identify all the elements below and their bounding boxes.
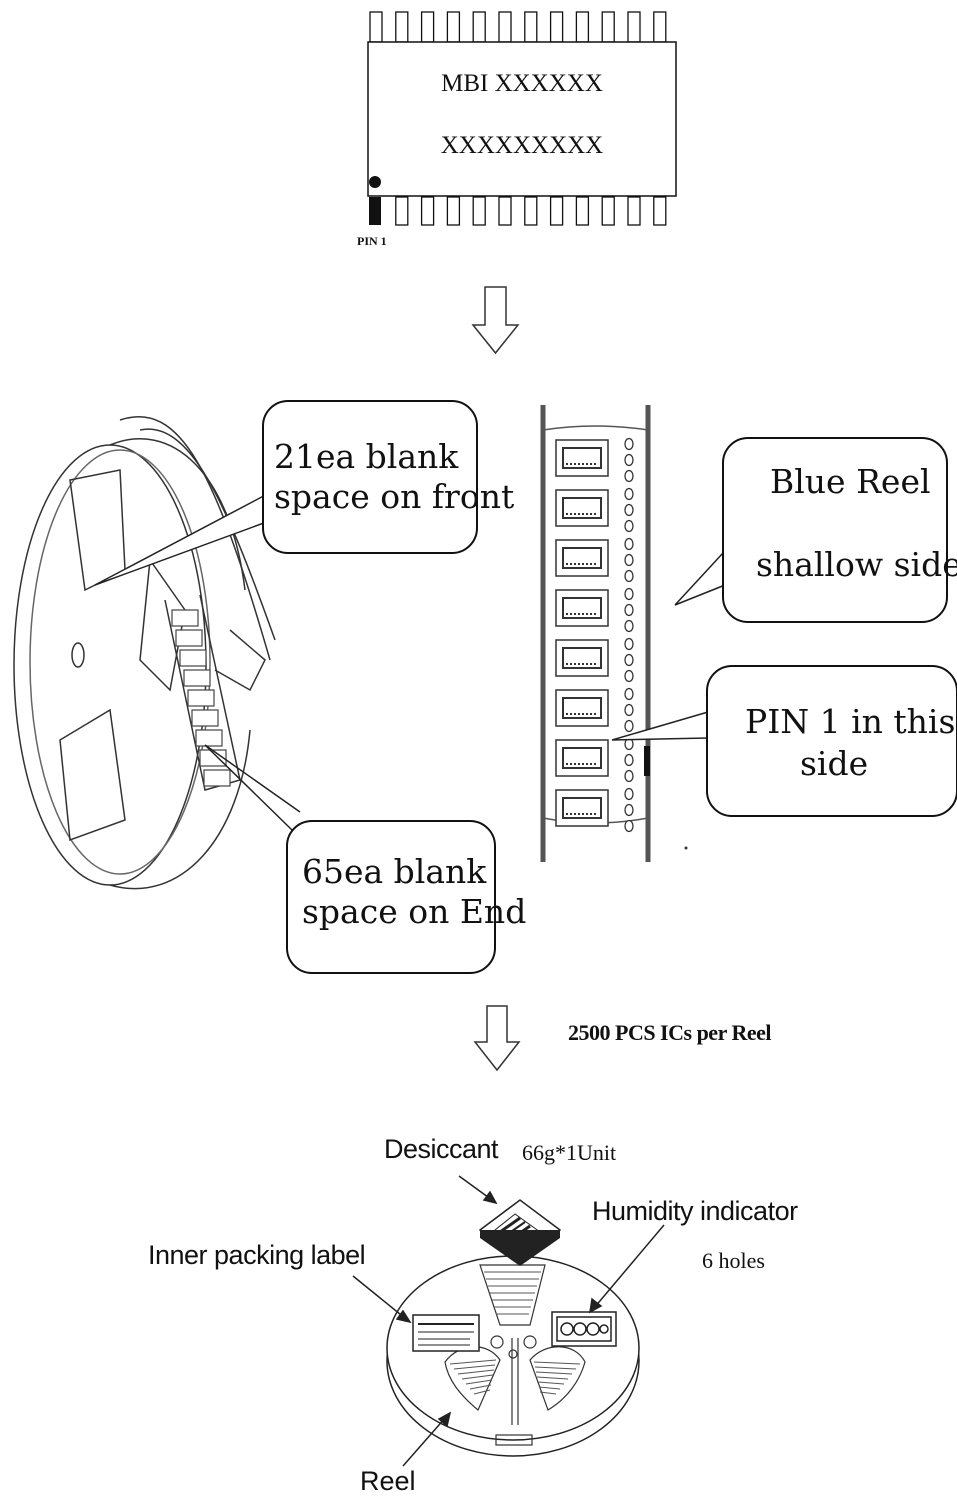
top-pin-row: [369, 11, 667, 43]
down-arrow-icon: [471, 286, 520, 355]
tape-pocket: [203, 769, 231, 787]
chip-pin: [653, 196, 667, 226]
desiccant-packet-icon: [478, 1199, 562, 1266]
inner-packing-label-icon: [412, 1314, 480, 1352]
packing-illustration: [352, 1175, 665, 1467]
sprocket-hole: [624, 653, 634, 667]
chip-pin: [369, 11, 383, 43]
bottom-pin-row: [395, 196, 667, 226]
sprocket-hole: [624, 569, 634, 583]
callout-end-text-2: space on End: [302, 892, 527, 931]
sprocket-hole: [624, 437, 634, 451]
callout-end-text-1: 65ea blank: [302, 852, 487, 891]
humidity-indicator-label: Humidity indicator: [592, 1196, 798, 1226]
sprocket-hole: [624, 719, 634, 733]
reel-label: Reel: [360, 1466, 416, 1496]
reel-drawing: [13, 415, 276, 890]
sprocket-hole: [624, 637, 634, 651]
sprocket-hole: [624, 703, 634, 717]
sprocket-hole: [624, 553, 634, 567]
callout-end-blank-space: [286, 820, 496, 974]
chip-pin: [549, 196, 564, 226]
callout-front-text-2: space on front: [274, 477, 515, 516]
reel-tape-pockets: [171, 609, 231, 787]
chip-pin: [395, 11, 409, 43]
chip-marking-line1: MBI XXXXXX: [441, 70, 603, 97]
sprocket-hole: [624, 537, 634, 551]
chip-pin: [575, 11, 590, 43]
sprocket-hole: [624, 619, 634, 633]
chip-pin: [420, 196, 435, 226]
chip-pin: [472, 196, 486, 226]
chip-pin: [472, 11, 486, 43]
pointer-end: [204, 744, 303, 841]
callout-blue-text-1: Blue Reel: [770, 462, 931, 501]
tape-pocket: [195, 729, 223, 747]
chip-marking-line2: XXXXXXXXX: [440, 132, 604, 159]
sprocket-hole: [624, 687, 634, 701]
pointer-pin1: [611, 711, 709, 741]
tape-pocket: [171, 609, 199, 627]
ic-chip-diagram: [367, 11, 677, 226]
chip-pin: [575, 196, 590, 226]
chip-pin: [446, 11, 461, 43]
callout-blue-reel: [722, 437, 948, 623]
humidity-holes-label: 6 holes: [702, 1248, 765, 1273]
tape-pocket: [183, 669, 211, 687]
tape-pocket: [179, 649, 207, 667]
sprocket-hole: [624, 787, 634, 801]
reel-tape-illustration: [13, 405, 751, 890]
chip-pin: [498, 196, 512, 226]
chip-pin: [653, 11, 667, 43]
sprocket-hole: [624, 453, 634, 467]
inner-packing-label-text: Inner packing label: [148, 1240, 366, 1270]
callout-front-blank-space: [262, 400, 478, 554]
humidity-indicator-icon: [551, 1311, 617, 1347]
callout-front-text-1: 21ea blank: [274, 437, 459, 476]
callout-pin1-side: [706, 665, 957, 817]
sprocket-hole: [624, 519, 634, 533]
pin1-highlight: [369, 197, 381, 225]
chip-pin: [524, 11, 538, 43]
quantity-per-reel-label: 2500 PCS ICs per Reel: [568, 1020, 771, 1045]
callout-pin1-text-2: side: [800, 744, 869, 783]
chip-pin: [627, 11, 641, 43]
chip-pin: [498, 11, 512, 43]
sprocket-hole: [624, 487, 634, 501]
sprocket-hole: [624, 469, 634, 483]
sprocket-hole: [624, 769, 634, 783]
chip-pin: [395, 196, 409, 226]
desiccant-label: Desiccant: [384, 1134, 499, 1164]
chip-pin: [549, 11, 564, 43]
tape-pocket: [187, 689, 215, 707]
sprocket-hole: [624, 669, 634, 683]
pin1-dot-marker: [369, 176, 381, 188]
desiccant-quantity: 66g*1Unit: [522, 1140, 617, 1165]
chip-pin: [446, 196, 461, 226]
callout-blue-text-2: shallow side: [756, 545, 957, 584]
chip-pin: [601, 196, 615, 226]
tape-pocket: [175, 629, 203, 647]
sprocket-hole: [624, 587, 634, 601]
carrier-tape: [540, 405, 651, 862]
pin1-label: PIN 1: [357, 234, 387, 248]
chip-body: [367, 41, 677, 197]
down-arrow-icon: [473, 1005, 521, 1072]
pin1-tape-marker: [644, 746, 650, 776]
sprocket-hole: [624, 603, 634, 617]
chip-pin: [601, 11, 615, 43]
chip-pin: [627, 196, 641, 226]
sprocket-hole: [624, 753, 634, 767]
pointer-front: [94, 489, 276, 586]
sprocket-hole: [624, 803, 634, 817]
chip-pin: [420, 11, 435, 43]
sprocket-hole: [624, 503, 634, 517]
pointer-end-2: [204, 744, 301, 813]
tape-pocket: [191, 709, 219, 727]
sprocket-hole: [624, 819, 634, 833]
chip-pin: [524, 196, 538, 226]
callout-pin1-text-1: PIN 1 in this: [745, 702, 956, 741]
